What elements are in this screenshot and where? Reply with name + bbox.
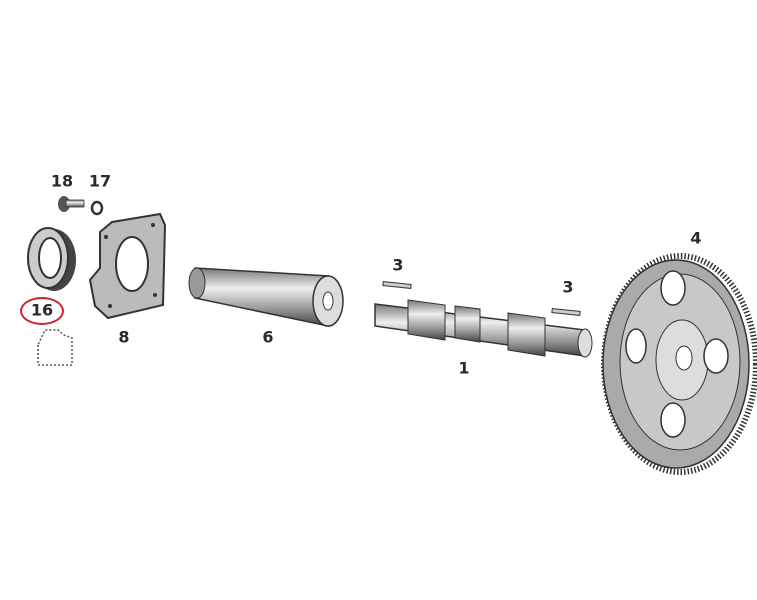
key-part[interactable]: [382, 280, 412, 290]
part-label-8[interactable]: 8: [118, 327, 130, 347]
part-label-3[interactable]: 3: [392, 255, 404, 275]
part-label-1[interactable]: 1: [458, 358, 470, 378]
seal-part[interactable]: [27, 227, 76, 291]
bracket-part[interactable]: [88, 212, 167, 320]
key-part[interactable]: [551, 307, 581, 317]
part-label-17[interactable]: 17: [88, 171, 112, 191]
sleeve-part[interactable]: [188, 267, 344, 327]
camshaft-part[interactable]: [374, 299, 593, 358]
highlight-ring: [20, 297, 64, 325]
seal-outline-icon: [37, 329, 73, 366]
washer-part[interactable]: [90, 200, 104, 216]
part-label-4[interactable]: 4: [690, 228, 702, 248]
part-label-6[interactable]: 6: [262, 327, 274, 347]
part-label-16[interactable]: 16: [30, 300, 54, 320]
gear-part[interactable]: [601, 253, 757, 475]
part-label-18[interactable]: 18: [50, 171, 74, 191]
bolt-part[interactable]: [58, 196, 85, 212]
part-label-3[interactable]: 3: [562, 277, 574, 297]
